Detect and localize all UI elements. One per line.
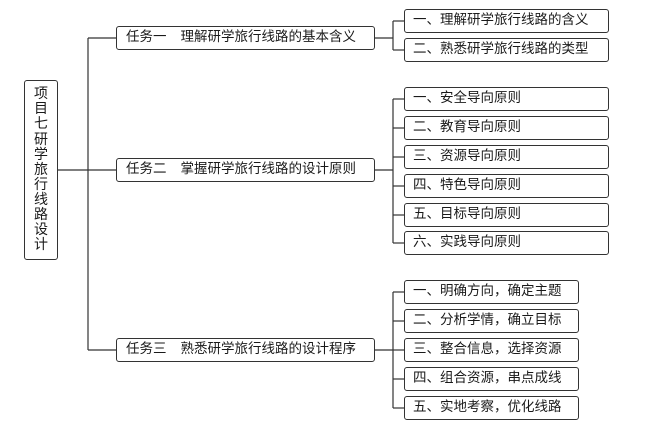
root-node-project-7: 项 目 七 研 学 旅 行 线 路 设 计 (24, 80, 58, 260)
task-2-item-1: 一、安全导向原则 (404, 87, 609, 111)
task-3-item-2: 二、分析学情，确立目标 (404, 309, 579, 333)
root-char: 设 (34, 222, 48, 238)
task-2-item-6: 六、实践导向原则 (404, 231, 609, 255)
root-char: 路 (34, 207, 48, 223)
task-2-item-4: 四、特色导向原则 (404, 174, 609, 198)
root-char: 旅 (34, 162, 48, 178)
task-node-1: 任务一 理解研学旅行线路的基本含义 (116, 26, 375, 50)
root-char: 计 (34, 237, 48, 253)
task-3-item-1: 一、明确方向，确定主题 (404, 280, 579, 304)
task-number: 任务二 (126, 161, 167, 178)
root-char: 线 (34, 192, 48, 208)
task-title: 熟悉研学旅行线路的设计程序 (180, 341, 357, 358)
task-title: 理解研学旅行线路的基本含义 (180, 29, 357, 46)
root-char: 行 (34, 177, 48, 193)
task-number: 任务一 (126, 29, 167, 46)
task-3-item-5: 五、实地考察，优化线路 (404, 396, 579, 420)
root-char: 项 (34, 86, 48, 102)
root-char: 七 (34, 116, 48, 132)
task-title: 掌握研学旅行线路的设计原则 (180, 161, 357, 178)
root-char: 学 (34, 147, 48, 163)
task-node-2: 任务二 掌握研学旅行线路的设计原则 (116, 158, 375, 182)
root-char: 研 (34, 132, 48, 148)
task-number: 任务三 (126, 341, 167, 358)
task-1-item-2: 二、熟悉研学旅行线路的类型 (404, 38, 609, 62)
root-char: 目 (34, 101, 48, 117)
task-node-3: 任务三 熟悉研学旅行线路的设计程序 (116, 338, 375, 362)
task-3-item-3: 三、整合信息，选择资源 (404, 338, 579, 362)
task-2-item-2: 二、教育导向原则 (404, 116, 609, 140)
task-3-item-4: 四、组合资源，串点成线 (404, 367, 579, 391)
task-1-item-1: 一、理解研学旅行线路的含义 (404, 9, 609, 33)
task-2-item-5: 五、目标导向原则 (404, 203, 609, 227)
task-2-item-3: 三、资源导向原则 (404, 145, 609, 169)
